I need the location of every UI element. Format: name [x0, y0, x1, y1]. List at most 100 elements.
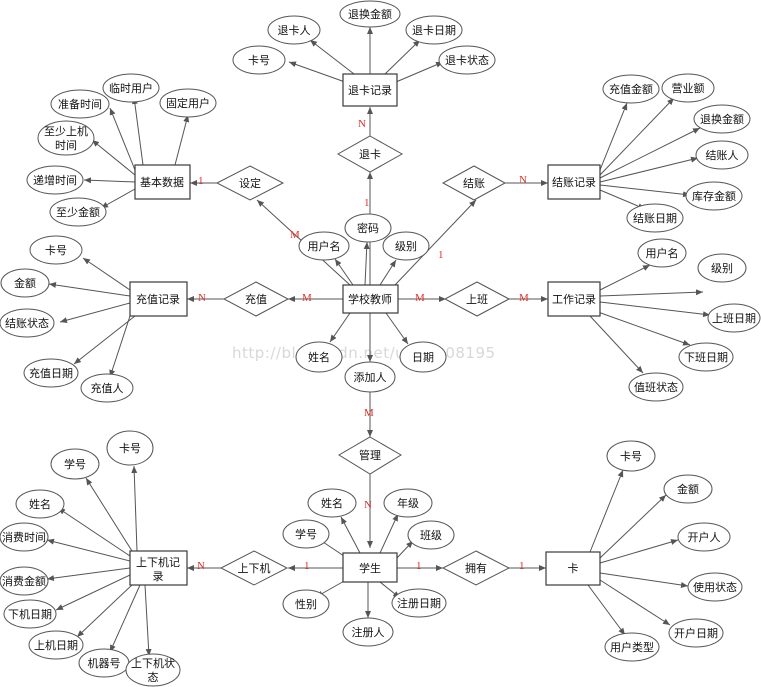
rel-shift-label: 上班 [466, 293, 488, 306]
attr-s-gender: 性别 [282, 589, 330, 619]
attr-o-amount: 消费金额 [0, 566, 49, 596]
svg-text:结账日期: 结账日期 [633, 212, 677, 225]
attr-t-name: 姓名 [295, 341, 343, 373]
attr-settle-refund: 退换金额 [693, 104, 751, 134]
svg-text:充值日期: 充值日期 [29, 366, 73, 380]
card-refund-1: 1 [364, 197, 370, 209]
entity-settle-record: 结账记录 [547, 164, 601, 200]
attr-s-sid: 学号 [282, 519, 330, 549]
rel-manage: 管理 [338, 436, 402, 475]
svg-text:时间: 时间 [55, 139, 77, 152]
card-recharge-m: M [302, 292, 312, 304]
rel-shift: 上班 [443, 281, 511, 317]
attr-basic-temp-user: 临时用户 [102, 73, 160, 103]
attr-o-card: 卡号 [106, 430, 154, 466]
attr-refund-person: 退卡人 [267, 15, 321, 45]
entity-recharge-record: 充值记录 [129, 281, 188, 317]
attr-c-opener: 开户人 [677, 522, 731, 552]
svg-text:添加人: 添加人 [354, 370, 387, 384]
card-refund-n: N [358, 118, 366, 130]
attr-o-state: 上下机状 态 [125, 653, 181, 687]
attr-basic-fixed-user: 固定用户 [159, 88, 217, 118]
attr-s-grade: 年级 [383, 488, 433, 518]
entity-basic-data-label: 基本数据 [140, 175, 184, 189]
entity-online-record-label-line1: 上下机记 [136, 555, 180, 569]
card-settle-1: 1 [438, 249, 444, 261]
attr-o-sid: 学号 [50, 448, 100, 480]
rel-settle-label: 结账 [463, 177, 485, 190]
attr-settle-stock: 库存金额 [685, 181, 743, 211]
svg-text:结账人: 结账人 [706, 149, 739, 162]
svg-text:姓名: 姓名 [308, 350, 330, 364]
attr-t-date: 日期 [399, 341, 447, 373]
svg-text:使用状态: 使用状态 [693, 580, 737, 594]
svg-text:库存金额: 库存金额 [692, 189, 736, 203]
entity-student-label: 学生 [359, 561, 381, 575]
attr-w-start: 上班日期 [707, 303, 761, 333]
svg-text:学号: 学号 [295, 527, 317, 541]
rel-refund: 退卡 [336, 135, 404, 173]
attr-basic-incr-time: 递增时间 [26, 165, 84, 195]
card-own-1b: 1 [519, 560, 525, 572]
entity-work-record-label: 工作记录 [552, 293, 596, 306]
attr-t-added-by: 添加人 [344, 361, 396, 393]
svg-text:下机日期: 下机日期 [8, 607, 52, 621]
entity-teacher: 学校教师 [342, 284, 399, 314]
cardinality-labels: N 1 1 N M 1 M N M M M N 1 N 1 1 [197, 118, 529, 572]
attr-basic-min-time: 至少上机 时间 [37, 120, 95, 156]
svg-text:金额: 金额 [14, 276, 36, 290]
attr-settle-date: 结账日期 [626, 203, 684, 233]
attr-t-password: 密码 [344, 213, 392, 243]
attr-c-card: 卡号 [606, 440, 656, 472]
attr-s-regdate: 注册日期 [391, 588, 447, 618]
svg-text:消费时间: 消费时间 [2, 530, 46, 544]
attr-s-class: 班级 [407, 520, 455, 550]
card-shift-m2: M [519, 292, 529, 304]
watermark: http://blog.csdn.net/u010108195 [232, 344, 496, 362]
attr-settle-person: 结账人 [695, 140, 749, 170]
attr-refund-card: 卡号 [232, 45, 286, 75]
svg-text:级别: 级别 [711, 262, 733, 275]
card-recharge-n: N [198, 292, 206, 304]
svg-text:学号: 学号 [64, 457, 86, 471]
entity-card: 卡 [545, 551, 601, 586]
attr-basic-min-amount: 至少金额 [49, 197, 107, 227]
svg-text:退卡人: 退卡人 [278, 24, 311, 37]
attr-o-name: 姓名 [15, 489, 65, 519]
svg-text:退卡日期: 退卡日期 [412, 24, 456, 37]
svg-text:用户名: 用户名 [646, 246, 679, 260]
attr-s-registrar: 注册人 [342, 617, 394, 647]
attr-c-opendate: 开户日期 [668, 618, 724, 648]
attr-settle-recharge: 充值金额 [602, 74, 660, 104]
rel-setup-label: 设定 [239, 176, 261, 190]
card-manage-n: N [364, 499, 372, 511]
attr-c-type: 用户类型 [604, 632, 660, 662]
svg-text:开户日期: 开户日期 [674, 626, 718, 640]
rel-updown-label: 上下机 [238, 561, 271, 575]
svg-text:卡号: 卡号 [620, 450, 642, 463]
card-updown-n: N [197, 560, 205, 572]
attr-t-level: 级别 [382, 231, 430, 261]
attr-rc-amount: 金额 [0, 268, 50, 298]
entity-refund-record: 退卡记录 [342, 73, 398, 107]
attr-c-status: 使用状态 [687, 572, 743, 602]
svg-text:注册人: 注册人 [352, 625, 385, 639]
card-setup-1: 1 [198, 175, 204, 187]
svg-text:姓名: 姓名 [29, 497, 51, 511]
attr-o-time: 消费时间 [0, 522, 49, 552]
entity-recharge-record-label: 充值记录 [136, 292, 180, 306]
svg-text:上机日期: 上机日期 [34, 638, 78, 652]
attr-w-status: 值班状态 [628, 372, 684, 402]
rel-manage-label: 管理 [359, 448, 381, 462]
svg-text:班级: 班级 [420, 529, 442, 542]
svg-text:上下机状: 上下机状 [131, 656, 175, 670]
svg-text:卡号: 卡号 [248, 54, 270, 67]
attr-rc-person: 充值人 [80, 373, 134, 403]
svg-text:金额: 金额 [677, 482, 699, 496]
entity-settle-record-label: 结账记录 [552, 176, 596, 189]
rel-recharge-label: 充值 [245, 292, 267, 306]
entity-teacher-label: 学校教师 [348, 292, 392, 306]
attr-refund-date: 退卡日期 [405, 15, 463, 45]
attr-refund-amount: 退换金额 [339, 0, 401, 28]
